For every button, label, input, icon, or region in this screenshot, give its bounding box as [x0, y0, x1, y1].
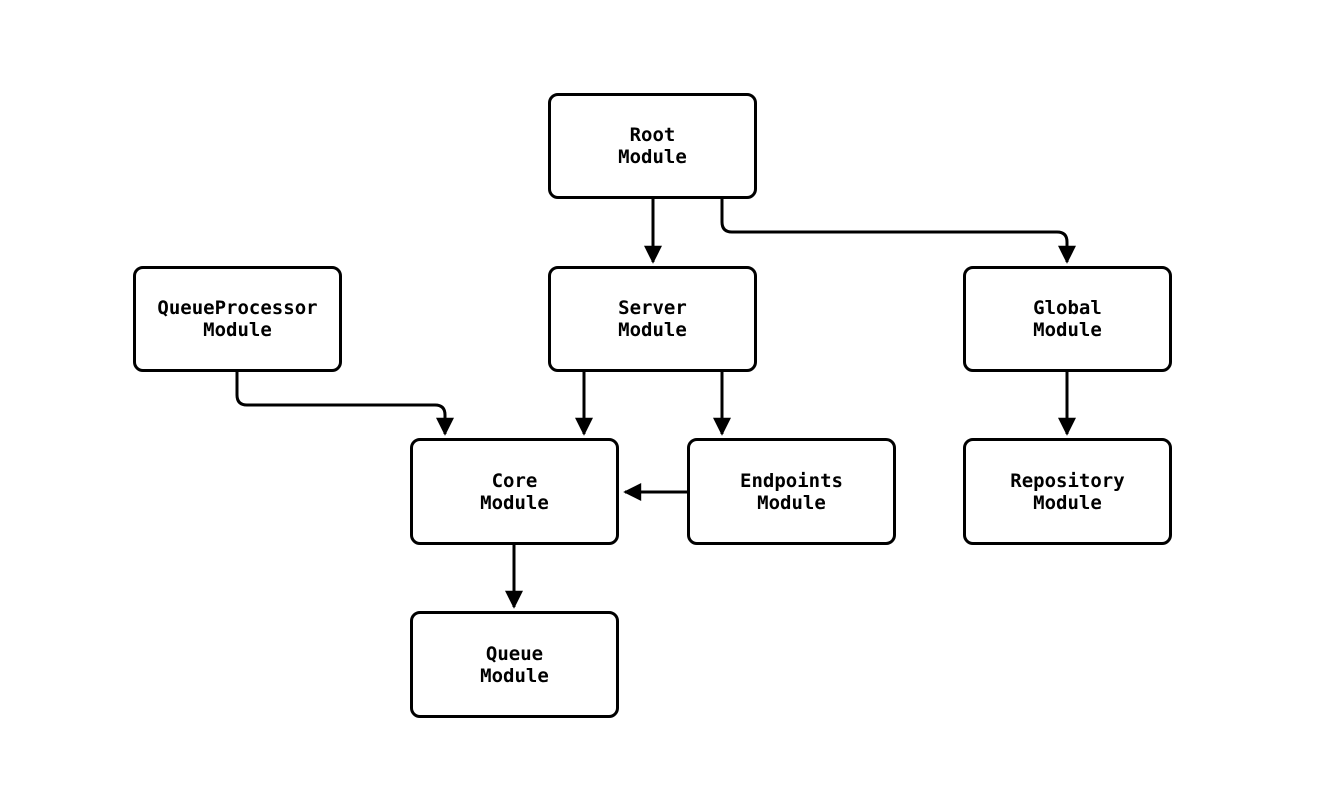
node-endpoints-module-label: Endpoints Module [740, 469, 843, 514]
node-queueprocessor-module: QueueProcessor Module [133, 266, 342, 372]
node-root-module: Root Module [548, 93, 757, 199]
node-repository-module-label: Repository Module [1010, 469, 1125, 514]
node-queue-module: Queue Module [410, 611, 619, 718]
node-queue-module-label: Queue Module [480, 642, 549, 687]
node-core-module-label: Core Module [480, 469, 549, 514]
node-server-module: Server Module [548, 266, 757, 372]
node-endpoints-module: Endpoints Module [687, 438, 896, 545]
edge-queueprocessor-to-core [235, 372, 454, 436]
edge-root-to-global [720, 198, 1076, 264]
node-queueprocessor-module-label: QueueProcessor Module [157, 297, 318, 341]
node-global-module: Global Module [963, 266, 1172, 372]
node-repository-module: Repository Module [963, 438, 1172, 545]
node-global-module-label: Global Module [1033, 297, 1102, 341]
node-root-module-label: Root Module [618, 124, 687, 168]
node-core-module: Core Module [410, 438, 619, 545]
node-server-module-label: Server Module [618, 297, 687, 341]
